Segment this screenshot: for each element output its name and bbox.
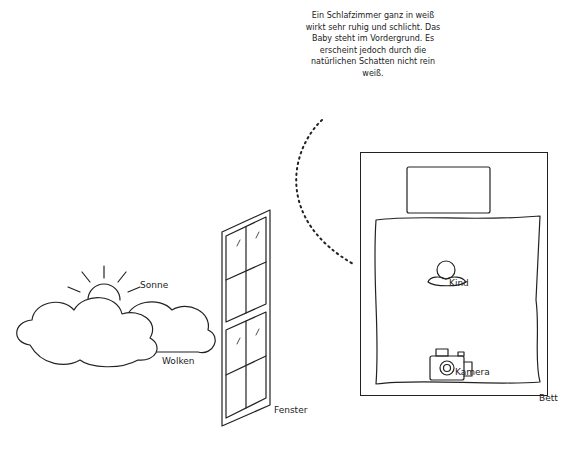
note-text: Ein Schlafzimmer ganz in weiß wirkt sehr… — [303, 10, 443, 79]
node-label: Bett — [539, 393, 558, 404]
bed-drawing — [375, 167, 540, 384]
sun-drawing — [68, 266, 140, 300]
part-label: Sonne — [140, 280, 168, 291]
bed-outline: Bett — [360, 152, 548, 396]
window-drawing — [222, 210, 270, 426]
cloud-drawing — [17, 298, 215, 367]
part-label: Kind — [449, 278, 469, 289]
part-label: Wolken — [162, 356, 195, 367]
part-label: Fenster — [274, 405, 307, 416]
leader-line — [296, 120, 355, 265]
part-label: Kamera — [455, 367, 490, 378]
